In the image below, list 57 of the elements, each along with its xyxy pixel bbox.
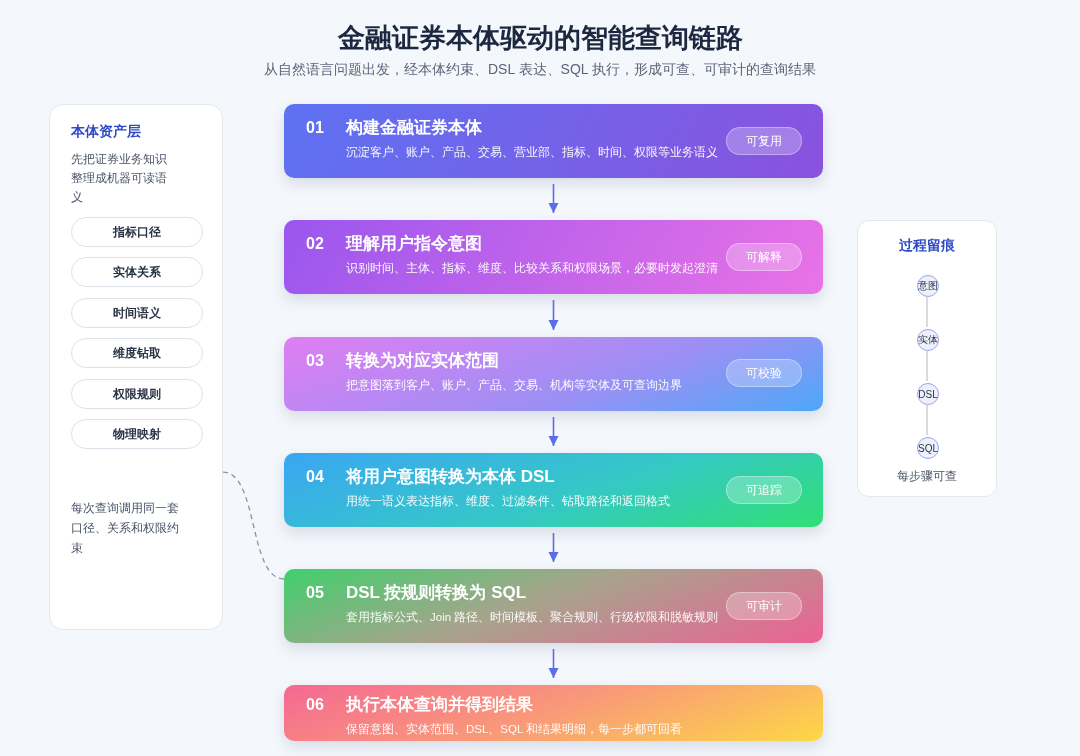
step-description: 沉淀客户、账户、产品、交易、营业部、指标、时间、权限等业务语义 bbox=[346, 145, 718, 160]
step-title: 将用户意图转换为本体 DSL bbox=[346, 466, 555, 488]
step-title: 执行本体查询并得到结果 bbox=[346, 694, 533, 716]
step-title: 转换为对应实体范围 bbox=[346, 350, 499, 372]
step-card bbox=[284, 685, 823, 741]
step-number: 03 bbox=[306, 352, 324, 370]
arrow bbox=[548, 183, 559, 214]
step-description: 把意图落到客户、账户、产品、交易、机构等实体及可查询边界 bbox=[346, 378, 682, 393]
step-description: 保留意图、实体范围、DSL、SQL 和结果明细，每一步都可回看 bbox=[346, 722, 683, 737]
pill-tag: 维度钻取 bbox=[71, 338, 203, 368]
connector-line bbox=[926, 295, 928, 328]
step-description: 套用指标公式、Join 路径、时间模板、聚合规则、行级权限和脱敏规则 bbox=[346, 610, 719, 625]
panel-description: 先把证券业务知识整理成机器可读语义 bbox=[71, 151, 168, 206]
step-card bbox=[284, 104, 823, 178]
status-badge: 可审计 bbox=[726, 592, 802, 620]
step-number: 04 bbox=[306, 468, 324, 486]
step-card bbox=[284, 453, 823, 527]
step-circle: DSL bbox=[917, 383, 939, 405]
pill-tag: 实体关系 bbox=[71, 257, 203, 287]
status-badge: 可追踪 bbox=[726, 476, 802, 504]
step-card bbox=[284, 220, 823, 294]
step-circle: 意图 bbox=[917, 275, 939, 297]
dashed-connector bbox=[222, 471, 285, 580]
step-number: 05 bbox=[306, 584, 324, 602]
panel-card bbox=[857, 220, 997, 497]
step-title: 构建金融证券本体 bbox=[346, 117, 482, 139]
panel-note: 每次查询调用同一套口径、关系和权限约束 bbox=[71, 500, 180, 557]
step-circle: 实体 bbox=[917, 329, 939, 351]
arrow bbox=[548, 648, 559, 679]
step-card bbox=[284, 569, 823, 643]
step-card bbox=[284, 337, 823, 411]
step-description: 用统一语义表达指标、维度、过滤条件、钻取路径和返回格式 bbox=[346, 494, 670, 509]
panel-note: 每步骤可查 bbox=[897, 468, 957, 485]
subtitle: 从自然语言问题出发，经本体约束、DSL 表达、SQL 执行，形成可查、可审计的查询结果 bbox=[264, 61, 816, 79]
arrow bbox=[548, 299, 559, 331]
panel-heading: 本体资产层 bbox=[71, 123, 141, 141]
step-title: DSL 按规则转换为 SQL bbox=[346, 582, 527, 604]
step-circle: SQL bbox=[917, 437, 939, 459]
step-number: 02 bbox=[306, 235, 324, 253]
connector-line bbox=[926, 403, 928, 436]
step-number: 06 bbox=[306, 696, 324, 714]
pill-tag: 权限规则 bbox=[71, 379, 203, 409]
arrow bbox=[548, 532, 559, 563]
arrow bbox=[548, 416, 559, 447]
step-title: 理解用户指令意图 bbox=[346, 233, 482, 255]
step-number: 01 bbox=[306, 119, 324, 137]
status-badge: 可解释 bbox=[726, 243, 802, 271]
connector-line bbox=[926, 349, 928, 382]
title: 金融证券本体驱动的智能查询链路 bbox=[337, 22, 743, 55]
panel-card bbox=[49, 104, 223, 630]
panel-heading: 过程留痕 bbox=[899, 237, 955, 255]
status-badge: 可校验 bbox=[726, 359, 802, 387]
status-badge: 可复用 bbox=[726, 127, 802, 155]
pill-tag: 时间语义 bbox=[71, 298, 203, 328]
step-description: 识别时间、主体、指标、维度、比较关系和权限场景，必要时发起澄清 bbox=[346, 261, 718, 276]
pill-tag: 物理映射 bbox=[71, 419, 203, 449]
pill-tag: 指标口径 bbox=[71, 217, 203, 247]
